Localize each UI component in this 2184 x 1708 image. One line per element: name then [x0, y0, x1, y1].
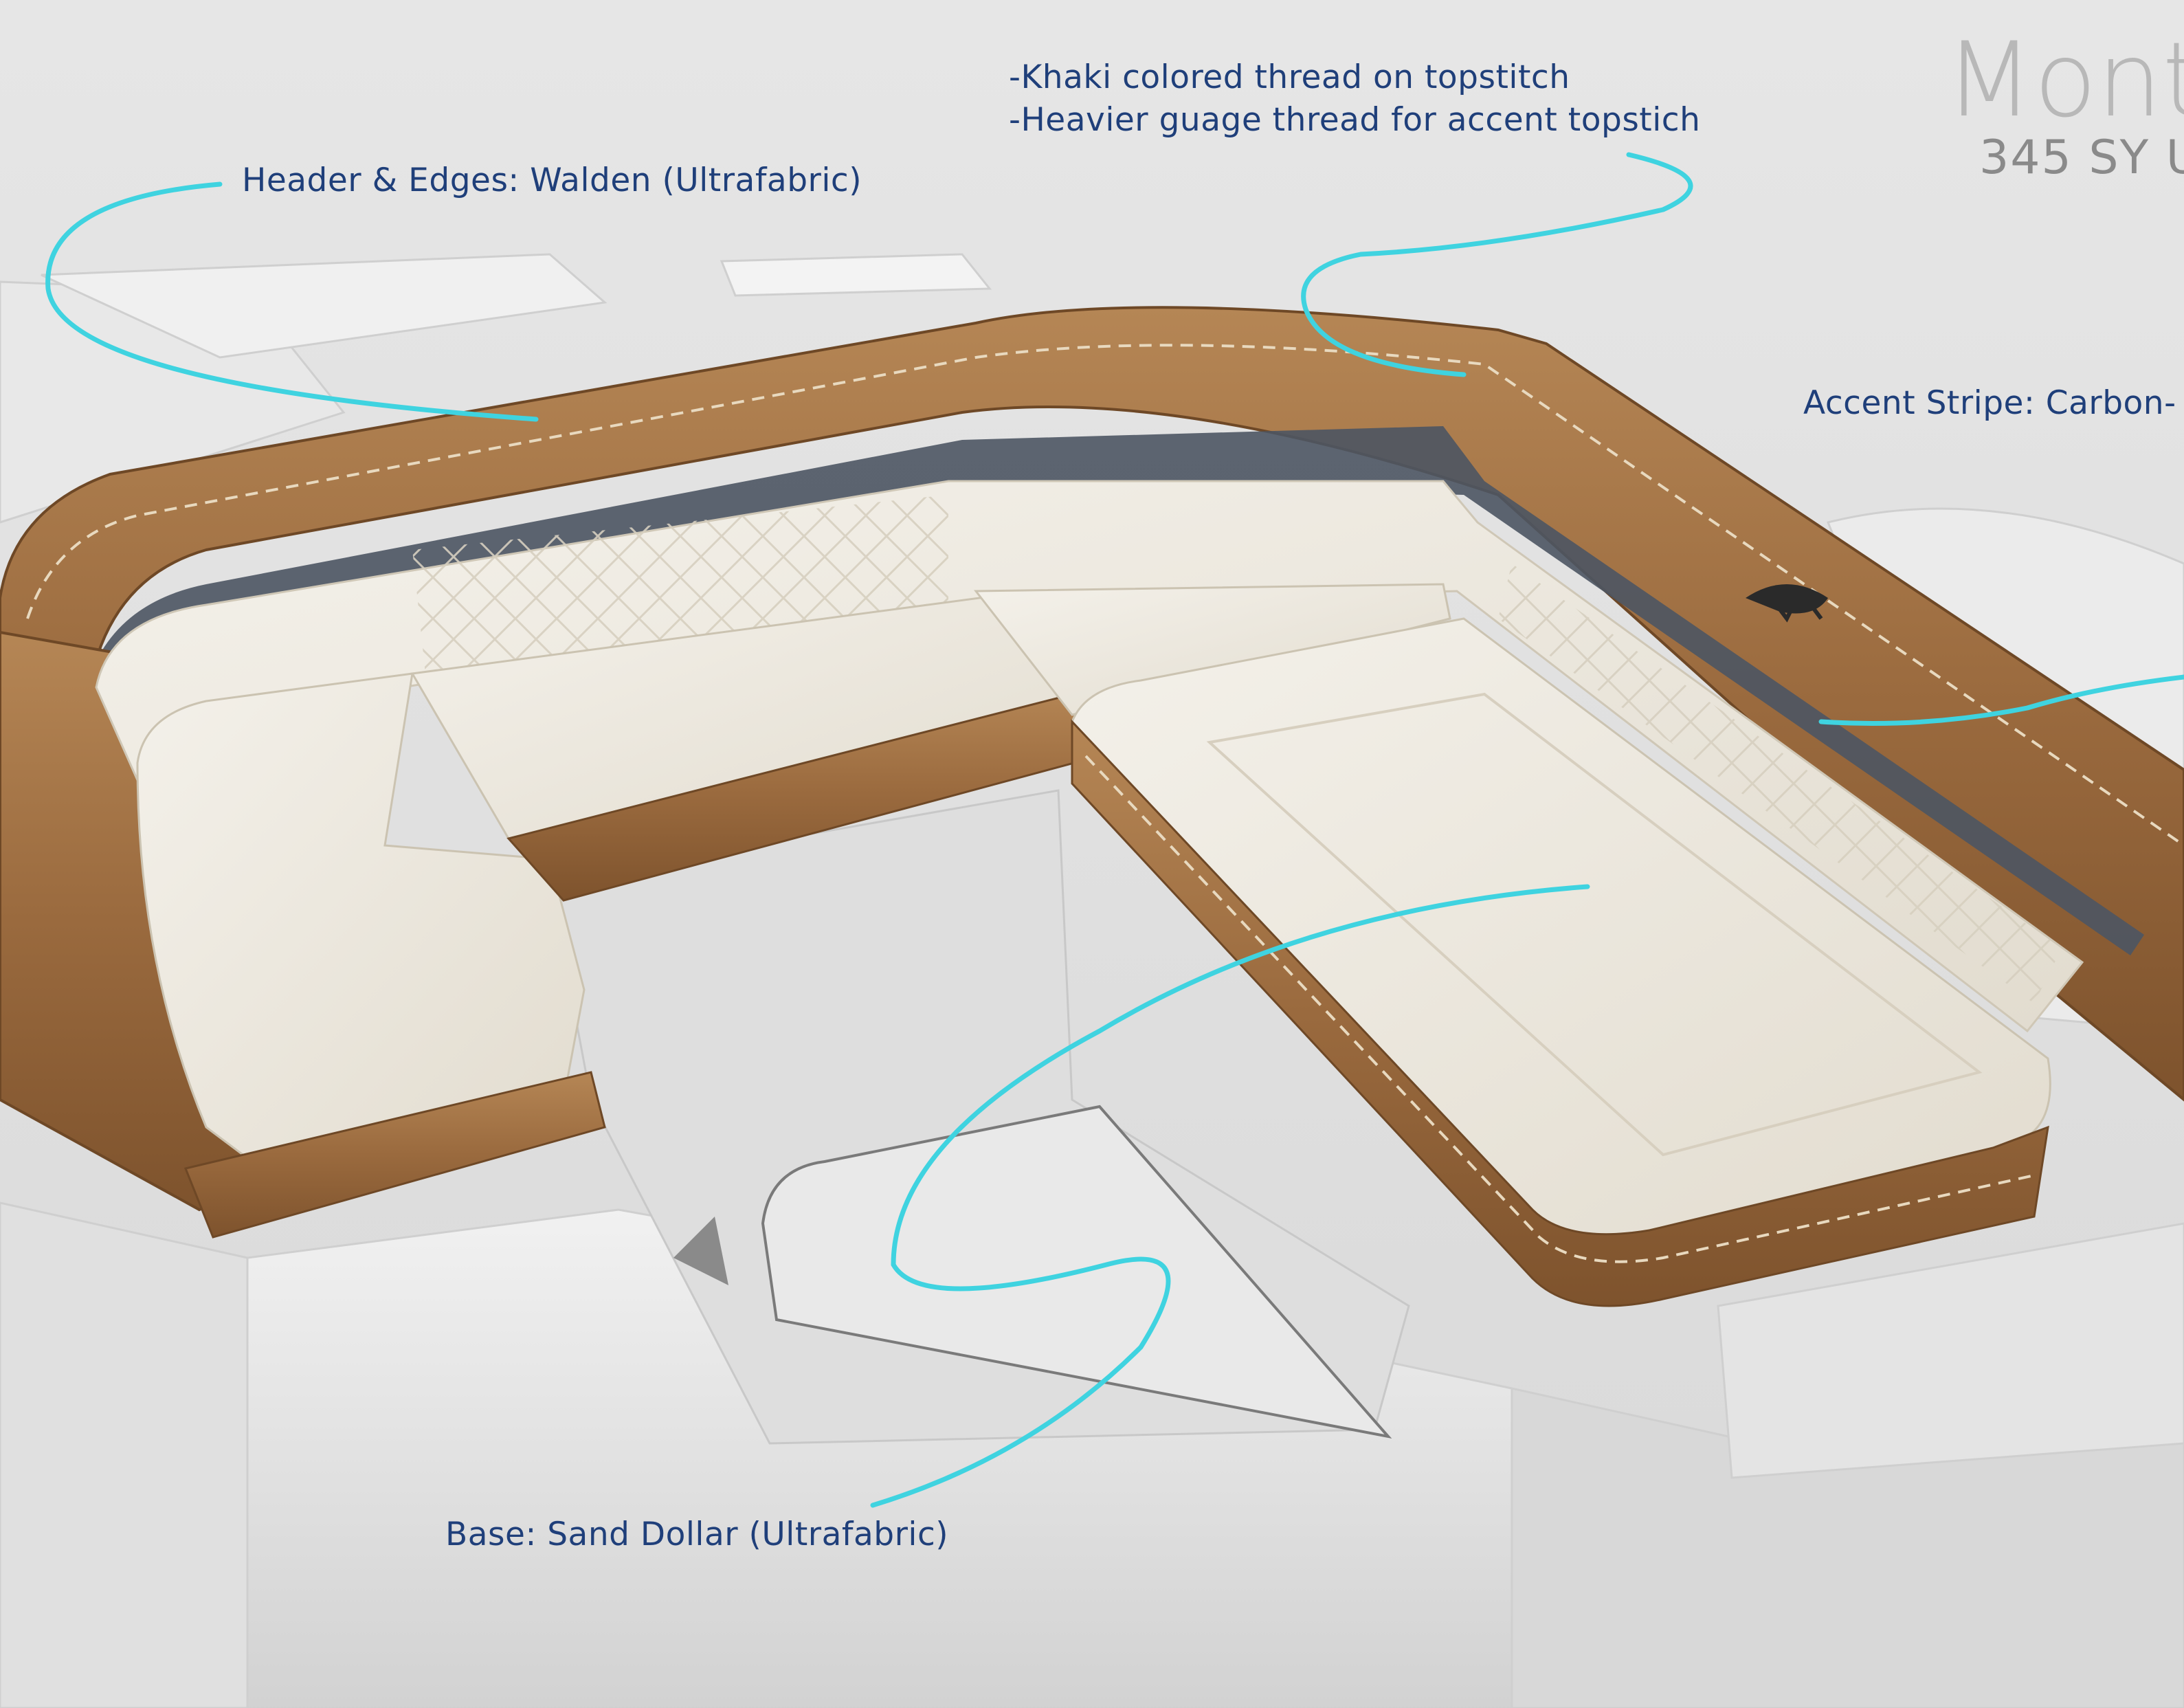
callout-base: Base: Sand Dollar (Ultrafabric): [445, 1516, 949, 1553]
left-seat-cushion: [136, 672, 606, 1239]
callout-thread-line1: -Khaki colored thread on topstitch: [1009, 58, 1570, 96]
backrest-cushions: [95, 480, 2084, 1033]
leader-base: [870, 884, 1590, 1508]
callout-header-edges: Header & Edges: Walden (Ultrafabric): [242, 162, 862, 199]
brand-subtitle: 345 SY U: [1979, 131, 2184, 185]
callout-accent-stripe: Accent Stripe: Carbon-: [1803, 384, 2176, 422]
leader-accent-stripe: [1818, 674, 2184, 726]
brand-title: Mont: [1945, 21, 2184, 140]
right-chaise-cushion: [1071, 617, 2051, 1307]
brand-logo-icon: [1746, 584, 1828, 623]
leader-lines: [45, 152, 2184, 1508]
center-seat-cushion: [410, 583, 1451, 902]
callout-thread-line2: -Heavier guage thread for accent topstic…: [1009, 101, 1701, 139]
leader-thread: [1301, 152, 1693, 377]
leader-header-edges: [45, 181, 539, 422]
